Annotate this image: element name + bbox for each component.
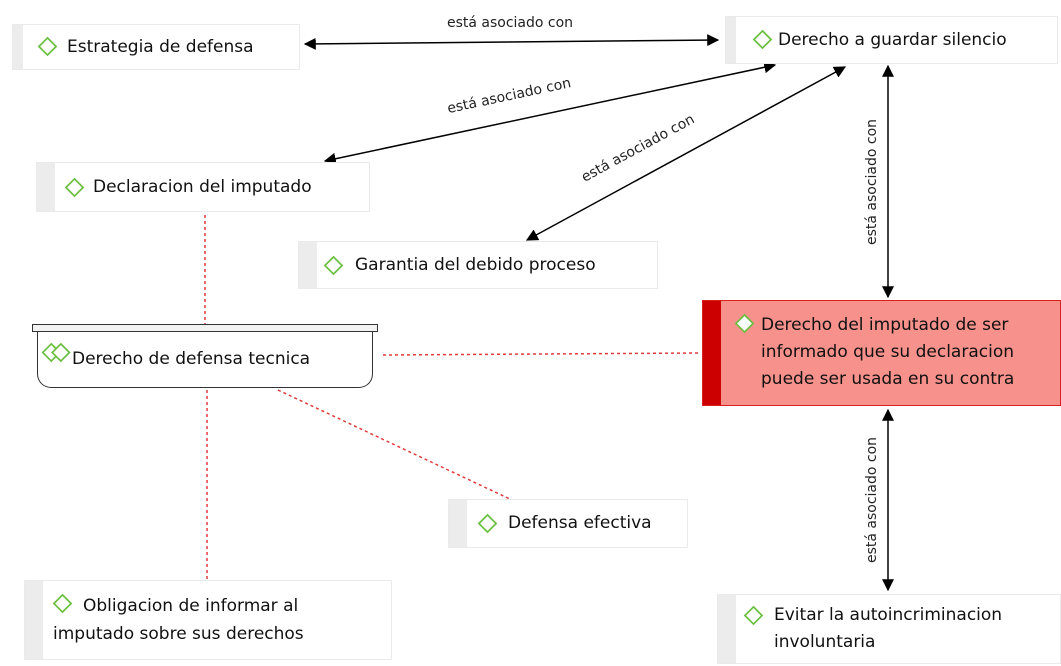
node-strip — [25, 581, 43, 659]
diamond-icon — [64, 177, 85, 198]
node-estrategia-de-defensa[interactable]: Estrategia de defensa — [12, 24, 300, 70]
link-label-silencio-informado: está asociado con — [864, 119, 880, 245]
link-label-declaracion-silencio: está asociado con — [446, 75, 573, 117]
link-label-informado-evitar: está asociado con — [864, 437, 880, 563]
dashed-link-defensa-informado — [382, 352, 701, 356]
node-label-line: informado que su declaracion — [761, 341, 1014, 362]
diamond-icon — [37, 36, 58, 57]
link-label-estrategia-silencio: está asociado con — [447, 15, 573, 31]
node-label-line: imputado sobre sus derechos — [53, 624, 304, 644]
node-strip — [726, 17, 736, 63]
node-label: Declaracion del imputado — [93, 176, 312, 197]
node-obligacion-de-informar[interactable]: Obligacion de informar al imputado sobre… — [24, 580, 392, 660]
node-strip — [718, 595, 736, 663]
selected-indicator-bar — [703, 301, 721, 405]
node-label-line: involuntaria — [774, 632, 876, 652]
diamond-icon — [477, 513, 498, 534]
node-label-line: Evitar la autoincriminacion — [774, 605, 1003, 625]
node-derecho-a-guardar-silencio[interactable]: Derecho a guardar silencio — [725, 16, 1058, 64]
diamond-icon — [52, 593, 73, 614]
node-strip — [449, 500, 467, 547]
node-label-line: Obligacion de informar al — [83, 596, 299, 616]
diamond-icon — [752, 29, 773, 50]
node-garantia-del-debido-proceso[interactable]: Garantia del debido proceso — [298, 241, 658, 289]
node-defensa-efectiva[interactable]: Defensa efectiva — [448, 499, 688, 548]
node-derecho-del-imputado-informado[interactable]: Derecho del imputado de ser informado qu… — [702, 300, 1061, 406]
node-strip — [13, 25, 23, 69]
group-header-bar — [32, 324, 378, 332]
node-label: Garantia del debido proceso — [355, 254, 596, 275]
node-strip — [37, 163, 55, 211]
node-label: Derecho de defensa tecnica — [72, 349, 311, 369]
diamond-icon — [734, 313, 755, 334]
node-strip — [299, 242, 317, 288]
node-label: Derecho del imputado de ser informado qu… — [731, 312, 1014, 393]
dashed-link-defensa-efectiva — [277, 389, 513, 501]
node-evitar-la-autoincriminacion[interactable]: Evitar la autoincriminacion involuntaria — [717, 594, 1061, 664]
node-declaracion-del-imputado[interactable]: Declaracion del imputado — [36, 162, 370, 212]
double-diamond-icon — [42, 342, 71, 363]
arrow-estrategia-silencio — [303, 34, 720, 50]
node-derecho-de-defensa-tecnica[interactable]: Derecho de defensa tecnica — [37, 332, 373, 388]
node-label: Derecho a guardar silencio — [778, 29, 1007, 50]
node-label: Defensa efectiva — [508, 513, 652, 533]
node-label: Evitar la autoincriminacion involuntaria — [746, 602, 1002, 656]
link-label-garantia-silencio: está asociado con — [579, 111, 697, 185]
node-label-line: puede ser usada en su contra — [761, 368, 1015, 389]
node-label-line: Derecho del imputado de ser — [761, 314, 1009, 335]
node-label: Estrategia de defensa — [67, 36, 254, 57]
diamond-icon — [323, 255, 344, 276]
diamond-icon — [743, 605, 764, 626]
node-label: Obligacion de informar al imputado sobre… — [53, 592, 304, 648]
arrow-garantia-silencio — [525, 66, 847, 241]
